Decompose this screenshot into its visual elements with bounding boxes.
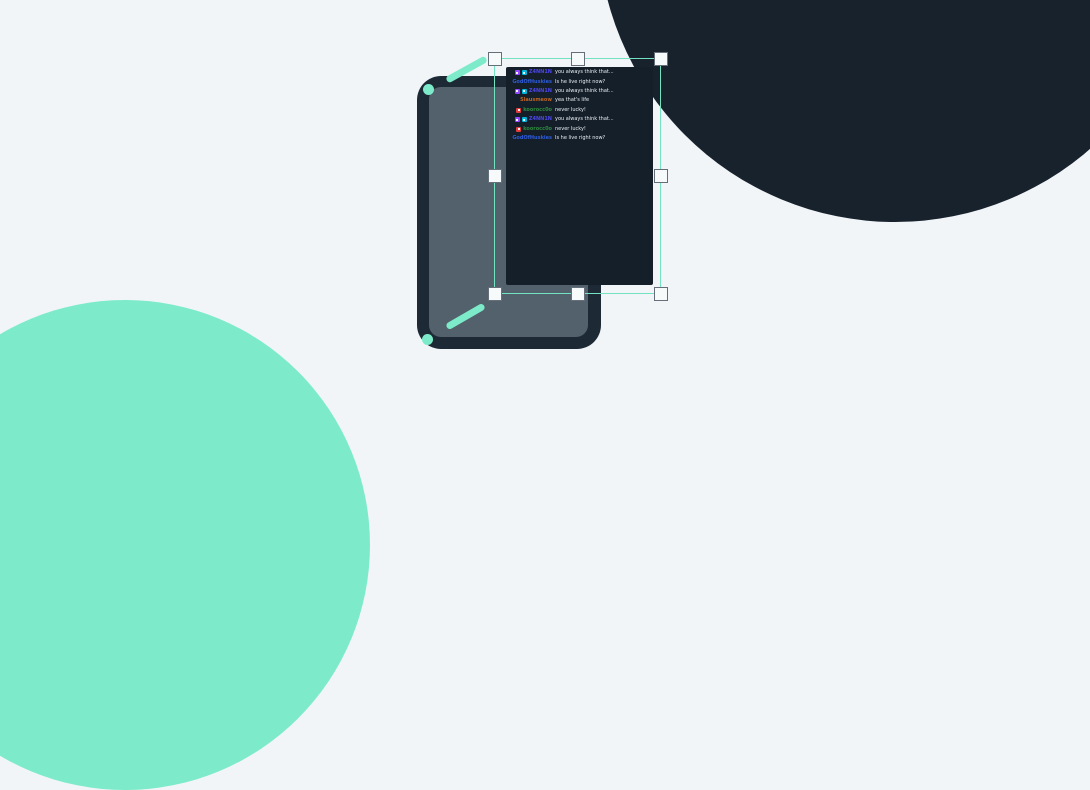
selection-handle-top-left[interactable] — [487, 51, 502, 66]
purple-badge-icon — [514, 88, 520, 94]
background-circle-dark — [598, 0, 1090, 222]
selection-handle-bottom-left[interactable] — [487, 286, 502, 301]
chat-message-row: GodOfHuskies Is he live right now? — [506, 77, 653, 86]
purple-badge-icon — [514, 117, 520, 123]
chat-message-row: Z4NN1N you always think that... — [506, 68, 653, 77]
background-circle-mint — [0, 300, 370, 790]
chat-username: Z4NN1N — [528, 87, 552, 94]
chat-username: Slausmeow — [520, 97, 552, 104]
selection-handle-bottom-right[interactable] — [653, 286, 668, 301]
chat-message-text: Is he live right now? — [555, 134, 606, 141]
cyan-badge-icon — [521, 70, 527, 76]
purple-badge-icon — [514, 70, 520, 76]
selection-handle-middle-right[interactable] — [653, 169, 668, 183]
chat-message-text: yea that's life — [555, 97, 590, 104]
selection-box[interactable] — [487, 51, 668, 301]
cyan-badge-icon — [521, 88, 527, 94]
chat-message-row: koorocc0o never lucky! — [506, 124, 653, 133]
selection-handle-middle-left[interactable] — [487, 169, 502, 183]
chat-username: GodOfHuskies — [512, 134, 552, 141]
selection-handle-top-center[interactable] — [570, 51, 585, 66]
chat-username: koorocc0o — [523, 106, 552, 113]
chat-message-text: you always think that... — [555, 116, 614, 123]
chat-username: GodOfHuskies — [512, 78, 552, 85]
red-badge-icon — [516, 126, 522, 132]
chat-message-text: never lucky! — [555, 106, 586, 113]
chat-message-row: GodOfHuskies Is he live right now? — [506, 134, 653, 143]
selection-handle-bottom-center[interactable] — [570, 286, 585, 301]
red-badge-icon — [516, 107, 522, 113]
chat-username: koorocc0o — [523, 125, 552, 132]
chat-overlay-panel[interactable]: Z4NN1N you always think that... GodOfHus… — [506, 67, 653, 285]
chat-message-text: Is he live right now? — [555, 78, 606, 85]
chat-message-row: koorocc0o never lucky! — [506, 106, 653, 115]
chat-message-row: Slausmeow yea that's life — [506, 96, 653, 105]
mint-dot-top — [423, 84, 434, 95]
selection-handle-top-right[interactable] — [653, 51, 668, 66]
mint-dot-bottom — [422, 334, 433, 345]
chat-message-row: Z4NN1N you always think that... — [506, 115, 653, 124]
chat-username: Z4NN1N — [528, 116, 552, 123]
chat-message-text: you always think that... — [555, 87, 614, 94]
chat-username: Z4NN1N — [528, 69, 552, 76]
chat-message-row: Z4NN1N you always think that... — [506, 87, 653, 96]
cyan-badge-icon — [521, 117, 527, 123]
chat-message-text: you always think that... — [555, 69, 614, 76]
chat-message-text: never lucky! — [555, 125, 586, 132]
